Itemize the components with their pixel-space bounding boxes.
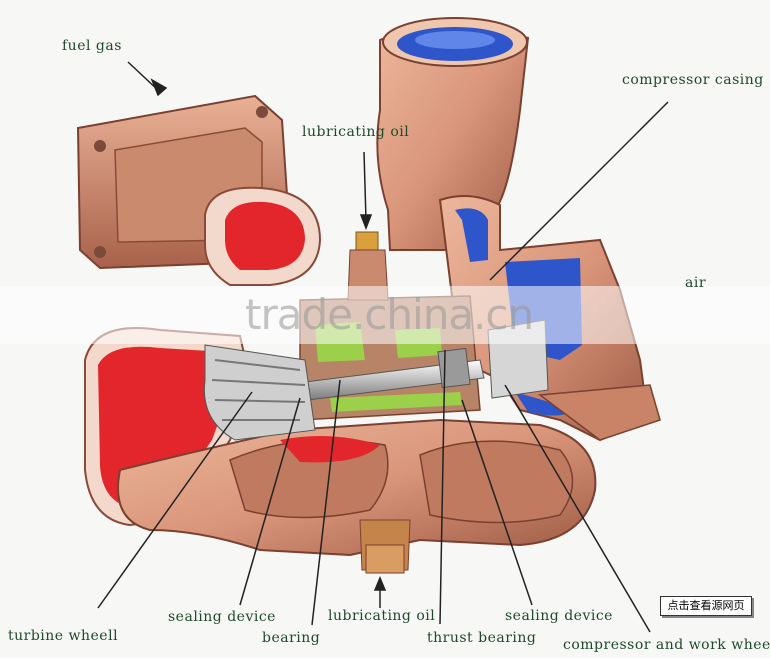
label-compressor-casing: compressor casing: [622, 72, 764, 88]
label-sealing-device-left: sealing device: [168, 609, 276, 625]
label-lubricating-oil-top: lubricating oil: [302, 124, 409, 140]
label-fuel-gas: fuel gas: [62, 38, 122, 54]
label-sealing-device-right: sealing device: [505, 608, 613, 624]
label-bearing: bearing: [262, 630, 320, 646]
label-turbine-wheel: turbine wheell: [8, 628, 118, 644]
label-air: air: [685, 275, 706, 291]
turbine-volute-upper: [205, 188, 320, 285]
label-lubricating-oil-bottom: lubricating oil: [328, 608, 435, 624]
watermark-text: trade.china.cn: [245, 290, 533, 339]
label-compressor-and-work-wheel: compressor and work wheel: [563, 637, 770, 653]
turbine-wheel: [204, 345, 315, 440]
view-source-page-button[interactable]: 点击查看源网页: [660, 596, 752, 616]
oil-outlet-fitting: [360, 520, 410, 573]
label-thrust-bearing: thrust bearing: [427, 630, 536, 646]
